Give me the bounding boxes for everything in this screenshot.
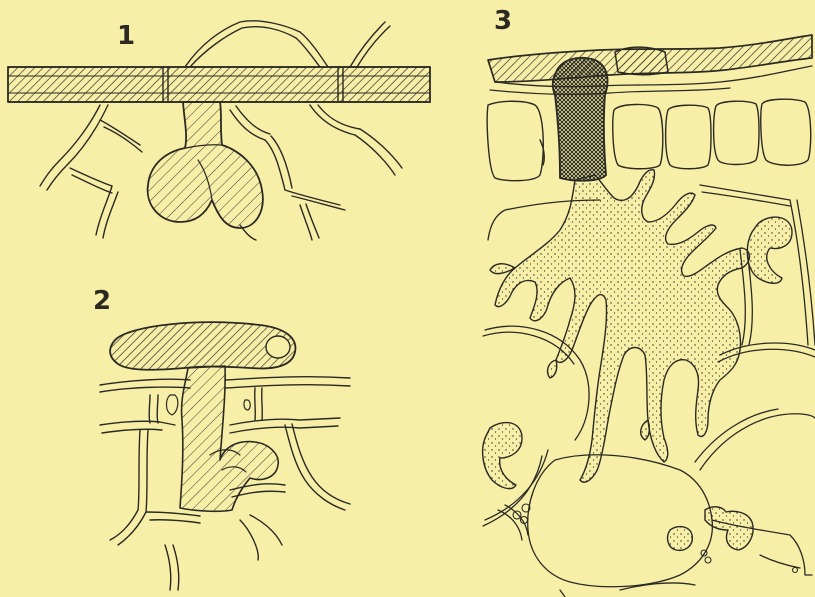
figure-3-branched-haustorium [490,170,750,482]
figure-3-haustorial-lobe [747,217,792,283]
figure-3-haustorial-lobe [483,423,522,489]
figure-3-epidermal-cells [487,99,810,180]
figure-2-label: 2 [93,288,111,314]
figure-3-appressorium [553,58,608,181]
figure-1-hypha [8,67,430,102]
figure-2-drawing [100,322,350,590]
figure-1-drawing [8,21,430,240]
figure-3-drawing [483,35,815,597]
figure-3-label: 3 [494,8,512,34]
figure-1-label: 1 [117,23,135,49]
figure-1-haustorium [148,102,263,228]
